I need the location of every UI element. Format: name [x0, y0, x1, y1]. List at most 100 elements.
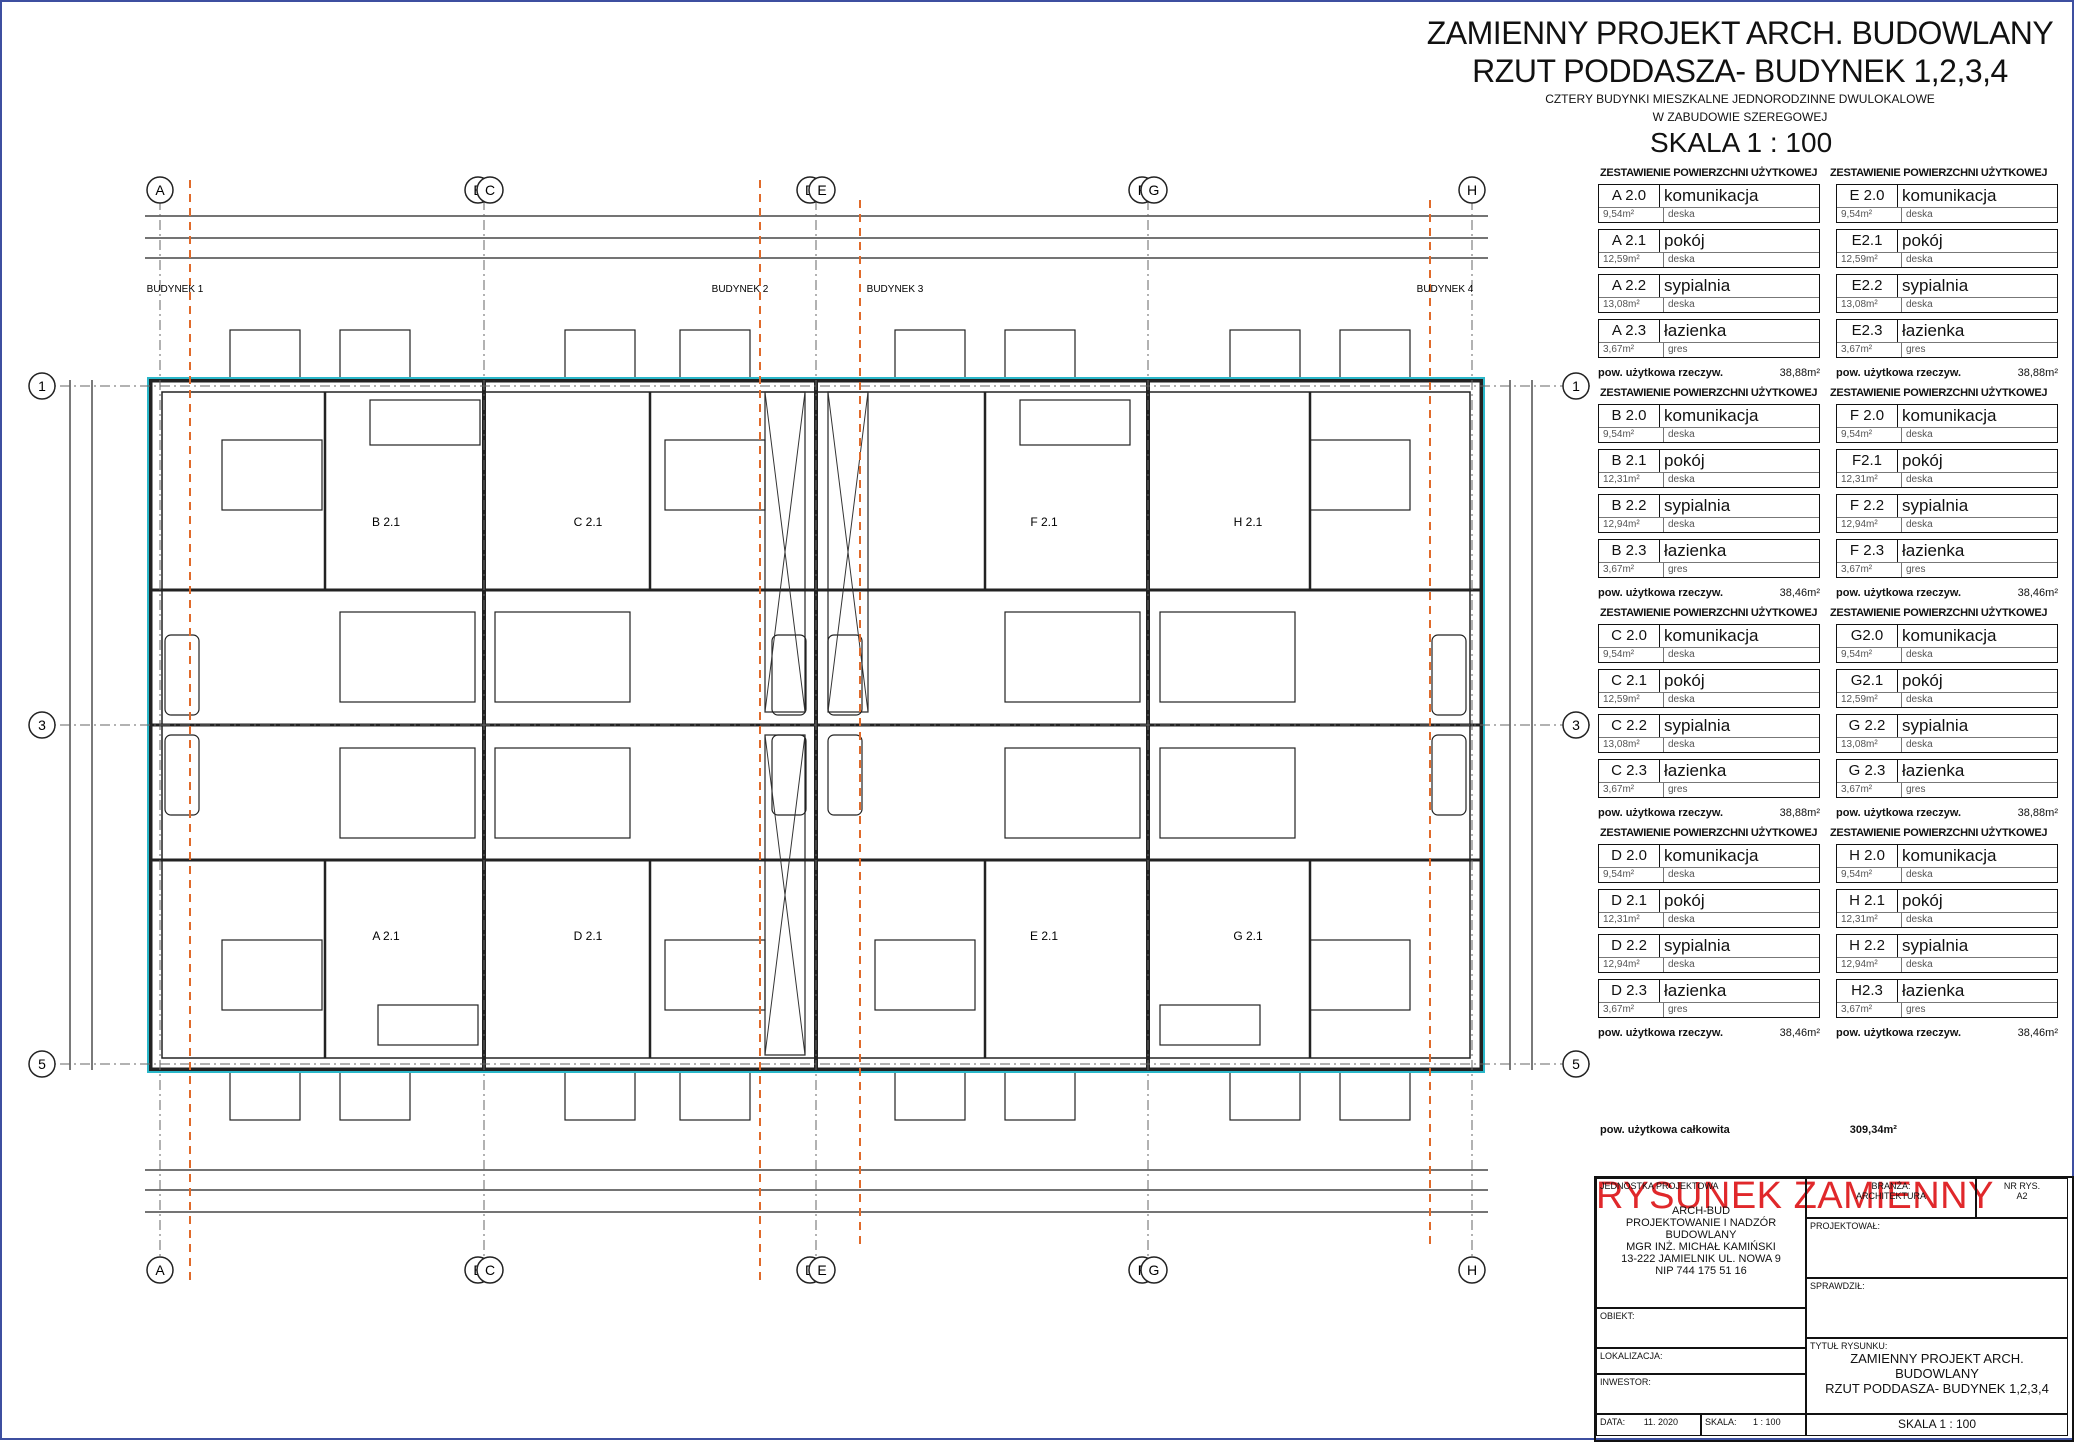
room-floor: deska — [1668, 474, 1695, 485]
room-floor: deska — [1668, 209, 1695, 220]
room-floor: deska — [1906, 519, 1933, 530]
axis-label: 3 — [38, 717, 46, 733]
room-area: 12,94m² — [1599, 518, 1664, 532]
room-area: 9,54m² — [1599, 868, 1664, 882]
drawing-title-label: TYTUŁ RYSUNKU: — [1810, 1341, 1888, 1351]
room-name: łazienka — [1902, 541, 1965, 560]
firm-line-3: BUDOWLANY — [1665, 1229, 1737, 1241]
room-area: 13,08m² — [1599, 738, 1664, 752]
room-name: sypialnia — [1664, 496, 1731, 515]
room-floor: gres — [1668, 564, 1688, 575]
room-area: 12,94m² — [1837, 958, 1902, 972]
title-line-3: CZTERY BUDYNKI MIESZKALNE JEDNORODZINNE … — [1545, 92, 1935, 106]
room-code: D 2.2 — [1599, 935, 1660, 957]
room-code: B 2.0 — [1599, 405, 1660, 427]
room-floor: deska — [1668, 429, 1695, 440]
room-area: 3,67m² — [1837, 783, 1902, 797]
area-tables: ZESTAWIENIE POWIERZCHNI UŻYTKOWEJ ZESTAWI… — [1598, 162, 2058, 1042]
room-name: pokój — [1664, 231, 1705, 250]
room-label: A 2.1 — [372, 929, 400, 943]
sum-value-right: 38,88m² — [2017, 367, 2058, 379]
building-label: BUDYNEK 4 — [1417, 284, 1474, 295]
room-name: łazienka — [1902, 761, 1965, 780]
room-floor: deska — [1906, 474, 1933, 485]
room-area: 13,08m² — [1837, 298, 1902, 312]
table-header: ZESTAWIENIE POWIERZCHNI UŻYTKOWEJ ZESTAWI… — [1598, 382, 2058, 404]
firm-line-2: PROJEKTOWANIE I NADZÓR — [1625, 1217, 1777, 1229]
title-line-4: W ZABUDOWIE SZEREGOWEJ — [1652, 110, 1828, 124]
room-floor: deska — [1906, 649, 1933, 660]
meta-object: OBIEKT: — [1596, 1308, 1806, 1348]
room-name: komunikacja — [1902, 846, 1997, 865]
room-area: 12,31m² — [1837, 913, 1902, 927]
room-name: sypialnia — [1902, 936, 1969, 955]
room-code: F 2.3 — [1837, 540, 1898, 562]
room-name: sypialnia — [1902, 716, 1969, 735]
axis-label: G — [1149, 182, 1160, 198]
room-code: H 2.2 — [1837, 935, 1898, 957]
room-floor: deska — [1668, 254, 1695, 265]
room-name: sypialnia — [1664, 716, 1731, 735]
room-code: E2.3 — [1837, 320, 1898, 342]
date-value: 11. 2020 — [1643, 1417, 1679, 1427]
axis-marker-c — [476, 1256, 504, 1284]
room-area: 3,67m² — [1599, 563, 1664, 577]
room-name: komunikacja — [1664, 846, 1759, 865]
meta-designed: PROJEKTOWAŁ: — [1806, 1218, 2068, 1278]
room-code: E2.1 — [1837, 230, 1898, 252]
table-header-left: ZESTAWIENIE POWIERZCHNI UŻYTKOWEJ — [1600, 387, 1818, 399]
axis-label: E — [817, 1262, 826, 1278]
room-code: B 2.3 — [1599, 540, 1660, 562]
room-floor: deska — [1668, 694, 1695, 705]
room-area: 3,67m² — [1837, 1003, 1902, 1017]
sum-value-left: 38,88m² — [1779, 807, 1820, 819]
room-name: komunikacja — [1902, 406, 1997, 425]
meta-date: DATA: 11. 2020 — [1596, 1414, 1701, 1436]
room-floor: deska — [1668, 959, 1695, 970]
title-line-2: RZUT PODDASZA- BUDYNEK 1,2,3,4 — [1472, 53, 2008, 89]
room-floor: deska — [1906, 299, 1933, 310]
table-header-right: ZESTAWIENIE POWIERZCHNI UŻYTKOWEJ — [1830, 387, 2048, 399]
room-floor: deska — [1668, 869, 1695, 880]
room-floor: gres — [1668, 344, 1688, 355]
sum-value-right: 38,46m² — [2017, 1027, 2058, 1039]
axis-marker-5 — [28, 1050, 56, 1078]
room-code: G 2.3 — [1837, 760, 1898, 782]
room-code: E2.2 — [1837, 275, 1898, 297]
floor-plan: AABBCCDDEEFFGGHH113355 B 2.1C 2.1F 2.1H … — [28, 176, 1590, 1284]
meta-scale: SKALA: 1 : 100 — [1701, 1414, 1806, 1436]
drawing-title-2: RZUT PODDASZA- BUDYNEK 1,2,3,4 — [1825, 1381, 2049, 1396]
room-name: sypialnia — [1664, 936, 1731, 955]
axis-marker-e — [808, 176, 836, 204]
sum-label: pow. użytkowa rzeczyw. — [1598, 807, 1724, 819]
room-code: D 2.1 — [1599, 890, 1660, 912]
date-label: DATA: — [1600, 1417, 1626, 1427]
title-block-meta: JEDNOSTKA PROJEKTOWA ARCH-BUD PROJEKTOWA… — [1594, 1176, 2074, 1442]
room-label: C 2.1 — [574, 515, 603, 529]
building-label: BUDYNEK 3 — [867, 284, 924, 295]
sum-value-left: 38,46m² — [1779, 587, 1820, 599]
sheet-label: NR RYS. — [2003, 1181, 2041, 1191]
axis-label: E — [817, 182, 826, 198]
room-code: H2.3 — [1837, 980, 1898, 1002]
axis-label: H — [1467, 182, 1477, 198]
firm-name: ARCH-BUD — [1671, 1205, 1731, 1217]
room-area: 12,94m² — [1837, 518, 1902, 532]
axis-label: H — [1467, 1262, 1477, 1278]
room-area: 12,31m² — [1837, 473, 1902, 487]
axis-label: 5 — [1572, 1056, 1580, 1072]
